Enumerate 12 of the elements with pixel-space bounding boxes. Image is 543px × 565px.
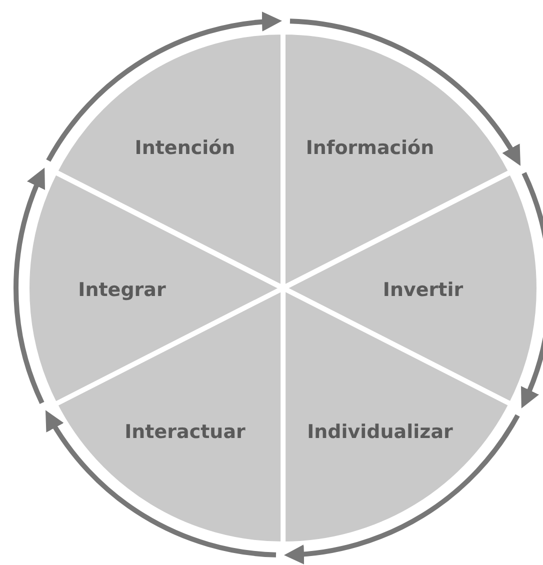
sector-label: Intención (134, 137, 236, 159)
cycle-arrow (14, 167, 46, 404)
sector-label: Integrar (78, 278, 166, 301)
sector-label: Información (306, 137, 434, 159)
cycle-arrow (520, 172, 543, 409)
sector-label: Invertir (382, 278, 464, 301)
sector-label: Individualizar (307, 421, 453, 443)
cycle-arrow (46, 12, 282, 162)
cycle-arrow (290, 18, 521, 166)
cycle-arrow (284, 414, 520, 564)
sector-label: Interactuar (124, 421, 246, 443)
cycle-arrow (45, 410, 276, 558)
